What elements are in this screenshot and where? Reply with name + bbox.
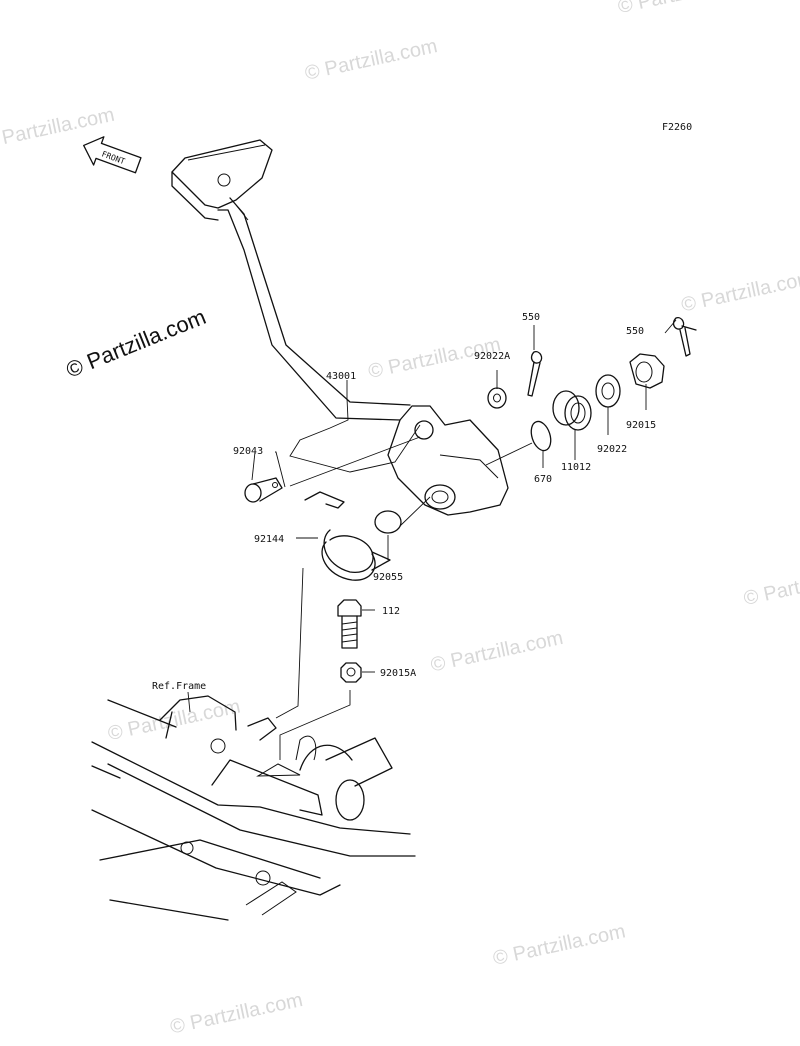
watermark-8: © Partzilla.com bbox=[742, 560, 800, 610]
label-92015: 92015 bbox=[626, 420, 656, 431]
label-550b: 550 bbox=[626, 326, 644, 337]
part-labels: 43001 92043 92022A 550 550 92015 92022 1… bbox=[152, 312, 656, 692]
front-arrow-icon: FRONT bbox=[83, 136, 142, 174]
pin-92043 bbox=[244, 477, 283, 503]
watermark-7: © Partzilla.com bbox=[429, 627, 565, 677]
watermark-main: © Partzilla.com bbox=[63, 304, 210, 383]
o-ring-670 bbox=[530, 420, 552, 452]
label-43001: 43001 bbox=[326, 371, 356, 382]
label-92055: 92055 bbox=[373, 572, 403, 583]
watermark-5: © Partzilla.com bbox=[679, 267, 800, 317]
label-112: 112 bbox=[382, 606, 400, 617]
label-ref-frame: Ref.Frame bbox=[152, 681, 206, 692]
label-550: 550 bbox=[522, 312, 540, 323]
watermark-9: © Partzilla.com bbox=[168, 989, 304, 1039]
cotter-pin-550 bbox=[527, 351, 543, 397]
label-92022: 92022 bbox=[597, 444, 627, 455]
watermark-1: © Partzilla.com bbox=[0, 104, 117, 154]
washer-92022A bbox=[487, 387, 507, 409]
nut-92015A bbox=[340, 662, 362, 683]
label-670: 670 bbox=[534, 474, 552, 485]
leader-lines bbox=[187, 319, 677, 760]
diagram-code: F2260 bbox=[662, 122, 692, 133]
watermark-10: © Partzilla.com bbox=[491, 920, 627, 970]
washer-92022 bbox=[595, 374, 621, 408]
label-92022A: 92022A bbox=[474, 351, 510, 362]
label-92144: 92144 bbox=[254, 534, 284, 545]
label-92015A: 92015A bbox=[380, 668, 416, 679]
frame-reference bbox=[91, 695, 416, 921]
bushing-11012 bbox=[552, 390, 592, 431]
front-label: FRONT bbox=[100, 149, 126, 166]
watermark-2: © Partzilla.com bbox=[303, 35, 439, 85]
o-ring-92055 bbox=[374, 510, 402, 534]
bolt-112 bbox=[337, 599, 362, 649]
nut-92015 bbox=[629, 353, 665, 389]
brake-pedal bbox=[171, 139, 509, 516]
label-11012: 11012 bbox=[561, 462, 591, 473]
cotter-pin-550b bbox=[672, 317, 697, 357]
spring-92144 bbox=[304, 491, 391, 581]
watermark-3: © Partzilla.com bbox=[616, 0, 752, 18]
watermark-6: © Partzilla.com bbox=[106, 696, 242, 746]
label-92043: 92043 bbox=[233, 446, 263, 457]
